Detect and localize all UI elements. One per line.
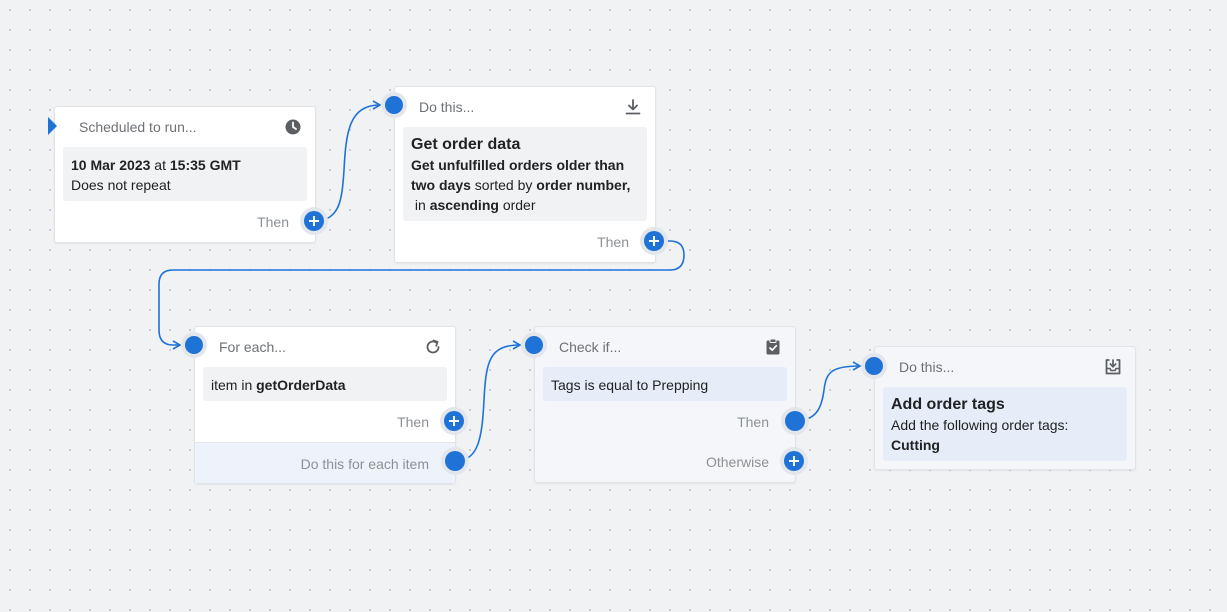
check-if-card-header: Check if...: [535, 327, 795, 367]
add-tags-description: Add the following order tags:: [891, 417, 1069, 433]
for-each-item-prefix: item in: [211, 377, 257, 393]
get-order-sort-field: order number,: [536, 177, 631, 193]
get-order-heading: Get order data: [411, 136, 521, 153]
get-order-description: Get unfulfilled orders older than two da…: [411, 155, 639, 215]
clipboard-check-icon: [766, 338, 780, 355]
trigger-date: 10 Mar 2023: [71, 157, 151, 173]
trigger-card-header: Scheduled to run...: [55, 107, 315, 147]
connector-foreach-to-check: [454, 340, 522, 462]
connector-trigger-to-get-order: [313, 100, 382, 222]
for-each-card[interactable]: For each... item in getOrderData Then Do…: [194, 326, 456, 484]
trigger-datetime: 10 Mar 2023 at 15:35 GMT: [71, 155, 299, 175]
add-tags-heading: Add order tags: [891, 396, 1005, 413]
trigger-schedule-box: 10 Mar 2023 at 15:35 GMT Does not repeat: [63, 147, 307, 201]
get-order-details: Get order data Get unfulfilled orders ol…: [403, 127, 647, 221]
for-each-title: For each...: [219, 339, 286, 355]
trigger-card[interactable]: Scheduled to run... 10 Mar 2023 at 15:35…: [54, 106, 316, 243]
get-order-order-word: order: [498, 197, 536, 213]
for-each-then-add-button[interactable]: [444, 411, 464, 431]
get-order-card-header: Do this...: [395, 87, 655, 127]
get-order-sorted-by: sorted by: [470, 177, 537, 193]
for-each-input-port[interactable]: [185, 336, 203, 354]
for-each-loop-port[interactable]: [445, 451, 465, 471]
download-icon: [625, 99, 641, 115]
trigger-at: at: [150, 157, 170, 173]
check-if-then-label: Then: [737, 414, 769, 430]
get-order-title: Do this...: [419, 99, 475, 115]
for-each-loop-footer: Do this for each item: [195, 442, 455, 483]
get-order-then-label: Then: [597, 234, 629, 250]
refresh-icon: [426, 339, 440, 354]
check-if-input-port[interactable]: [525, 336, 543, 354]
get-order-in: in: [411, 197, 430, 213]
trigger-then-label: Then: [257, 214, 289, 230]
connector-check-to-add-tags: [794, 361, 862, 422]
get-order-input-port[interactable]: [385, 96, 403, 114]
trigger-title: Scheduled to run...: [79, 119, 197, 135]
for-each-then-label: Then: [397, 414, 429, 430]
check-if-then-port[interactable]: [785, 411, 805, 431]
for-each-item-source: getOrderData: [256, 377, 346, 393]
check-if-otherwise-add-button[interactable]: [784, 451, 804, 471]
trigger-start-marker: [48, 117, 57, 135]
get-order-sort-dir: ascending: [429, 197, 499, 213]
get-order-then-add-button[interactable]: [644, 231, 664, 251]
check-if-title: Check if...: [559, 339, 622, 355]
add-tags-input-port[interactable]: [865, 357, 883, 375]
add-tags-card-header: Do this...: [875, 347, 1135, 387]
for-each-source-box: item in getOrderData: [203, 367, 447, 401]
for-each-loop-label: Do this for each item: [300, 456, 429, 472]
trigger-then-add-button[interactable]: [304, 211, 324, 231]
check-if-condition-box: Tags is equal to Prepping: [543, 367, 787, 401]
check-if-otherwise-label: Otherwise: [705, 454, 769, 470]
add-tags-details: Add order tags Add the following order t…: [883, 387, 1127, 461]
add-tags-card[interactable]: Do this... Add order tags Add the follow…: [874, 346, 1136, 470]
clock-icon: [285, 119, 301, 135]
get-order-card[interactable]: Do this... Get order data Get unfulfille…: [394, 86, 656, 263]
check-if-condition: Tags is equal to Prepping: [551, 377, 709, 393]
for-each-card-header: For each...: [195, 327, 455, 367]
check-if-card[interactable]: Check if... Tags is equal to Prepping Th…: [534, 326, 796, 483]
trigger-repeat: Does not repeat: [71, 177, 171, 193]
inbox-download-icon: [1105, 359, 1121, 375]
add-tags-title: Do this...: [899, 359, 955, 375]
get-order-filter: Get unfulfilled orders older than two da…: [411, 157, 625, 193]
add-tags-tag-value: Cutting: [891, 437, 940, 453]
trigger-time: 15:35 GMT: [169, 157, 241, 173]
